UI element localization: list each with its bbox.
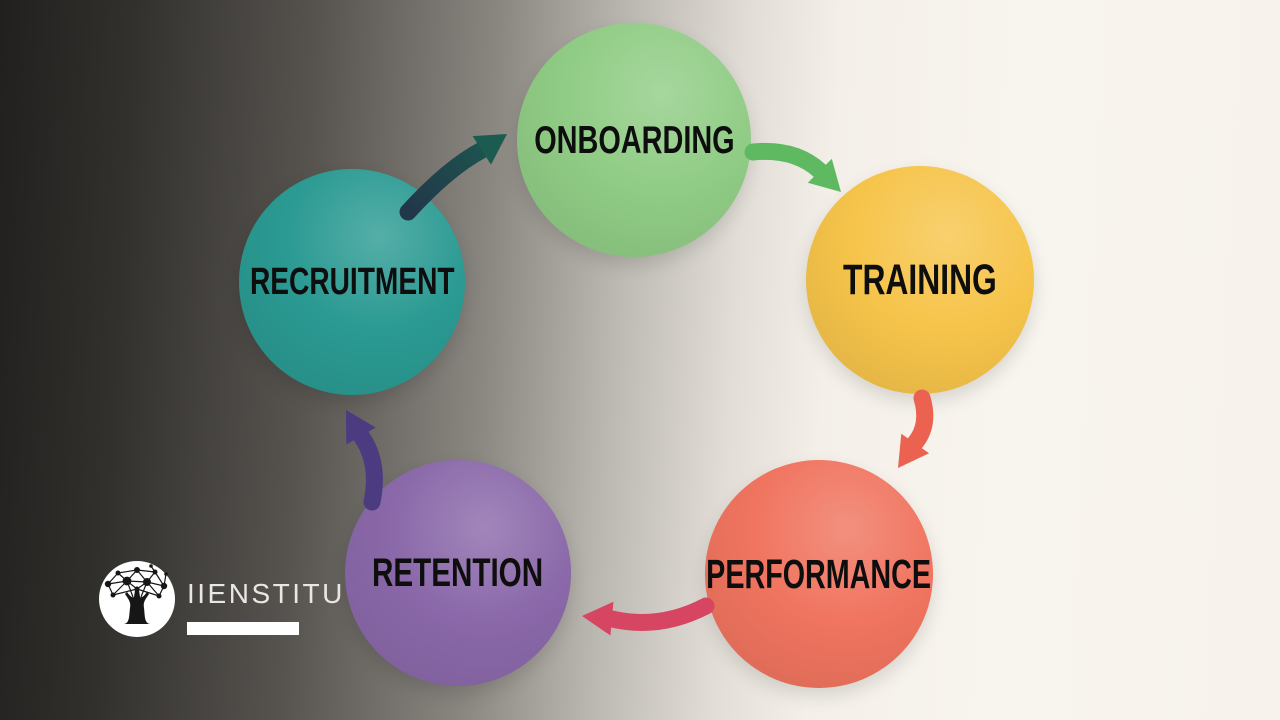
stage-circle-onboarding: ONBOARDING (517, 23, 751, 257)
network-tree-icon (99, 561, 175, 637)
stage-label-retention: RETENTION (372, 551, 544, 595)
arrow-performance-to-retention (582, 597, 715, 636)
arrow-retention-to-recruitment (346, 410, 383, 511)
brand-logo: IIENSTITU (99, 560, 345, 640)
stage-label-training: TRAINING (843, 255, 997, 304)
stage-circle-recruitment: RECRUITMENT (239, 169, 465, 395)
brand-name: IIENSTITU (187, 578, 345, 609)
stage-label-performance: PERFORMANCE (706, 550, 932, 597)
stage-label-onboarding: ONBOARDING (533, 118, 735, 162)
stage-label-recruitment: RECRUITMENT (249, 261, 455, 303)
stage-circle-training: TRAINING (806, 166, 1034, 394)
arrow-onboarding-to-training (744, 142, 841, 192)
brand-underline-bar (187, 622, 299, 635)
arrow-training-to-performance (898, 389, 934, 468)
stage-circle-performance: PERFORMANCE (705, 460, 933, 688)
stage-circle-retention: RETENTION (345, 460, 571, 686)
